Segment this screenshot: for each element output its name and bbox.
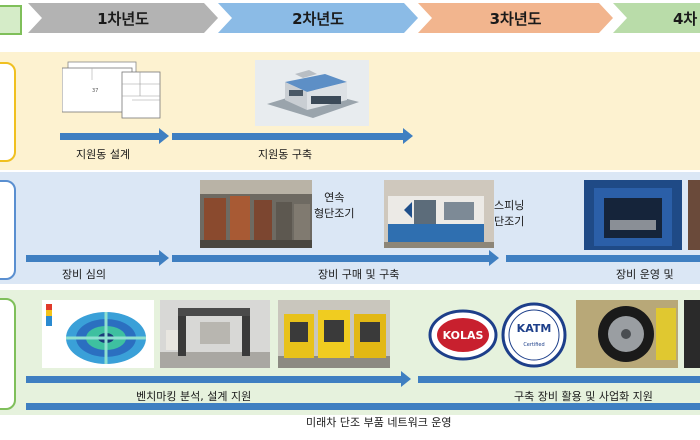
- utilize-arrow: [418, 376, 700, 383]
- tire-test-photo-2: [684, 300, 700, 368]
- floor-plan-image: 37: [61, 60, 162, 120]
- katm-sub-text: Certified: [523, 342, 544, 348]
- build-label: 지원동 구축: [258, 148, 313, 161]
- building-render-image: [255, 60, 369, 126]
- kolas-text: KOLAS: [443, 329, 484, 342]
- header-corner-box: [0, 5, 22, 35]
- phase-year1: 1차년도: [28, 3, 218, 33]
- design-arrow: [60, 128, 169, 144]
- network-arrow: [26, 403, 700, 410]
- phase-year4-label: 4차: [673, 9, 698, 28]
- phase-year3-label: 3차년도: [489, 9, 542, 28]
- wheel-analysis-image: [42, 300, 154, 368]
- purchase-arrow: [172, 250, 499, 266]
- review-label: 장비 심의: [62, 268, 106, 281]
- build-arrow: [172, 128, 413, 144]
- phase-year2: 2차년도: [218, 3, 418, 33]
- press-machine-photo-2: [688, 180, 700, 250]
- testing-machine-photo: [160, 300, 270, 368]
- purchase-label: 장비 구매 및 구축: [318, 268, 400, 281]
- row2-band: [0, 172, 700, 284]
- floor-plan-text: 37: [92, 88, 98, 94]
- utilize-label: 구축 장비 활용 및 사업화 지원: [514, 390, 653, 403]
- tire-test-photo: [576, 300, 678, 368]
- row1-category-box: [0, 62, 16, 162]
- benchmark-arrow: [26, 371, 411, 387]
- test-rig-photo: [278, 300, 390, 368]
- spinning-machine-photo: [384, 180, 494, 248]
- phase-year4: 4차: [613, 3, 700, 33]
- review-arrow: [26, 250, 169, 266]
- katm-text: KATM: [517, 322, 552, 335]
- forging-press-caption: 연속 형단조기: [314, 191, 355, 220]
- benchmark-label: 벤치마킹 분석, 설계 지원: [136, 390, 252, 403]
- phase-year1-label: 1차년도: [97, 9, 149, 28]
- row3-category-box: [0, 298, 16, 410]
- press-machine-photo: [584, 180, 682, 250]
- phase-year2-label: 2차년도: [292, 9, 344, 28]
- network-label: 미래차 단조 부품 네트워크 운영: [306, 416, 452, 429]
- row2-category-box: [0, 180, 16, 280]
- factory-photo: [200, 180, 312, 248]
- phase-year3: 3차년도: [418, 3, 613, 33]
- kolas-logo: KOLAS: [428, 304, 498, 366]
- design-label: 지원동 설계: [76, 148, 131, 161]
- katm-logo: KATM Certified: [500, 302, 568, 368]
- spinning-caption: 스피닝 단조기: [494, 199, 525, 228]
- operate-label: 장비 운영 및: [616, 268, 674, 281]
- operate-arrow: [506, 255, 700, 262]
